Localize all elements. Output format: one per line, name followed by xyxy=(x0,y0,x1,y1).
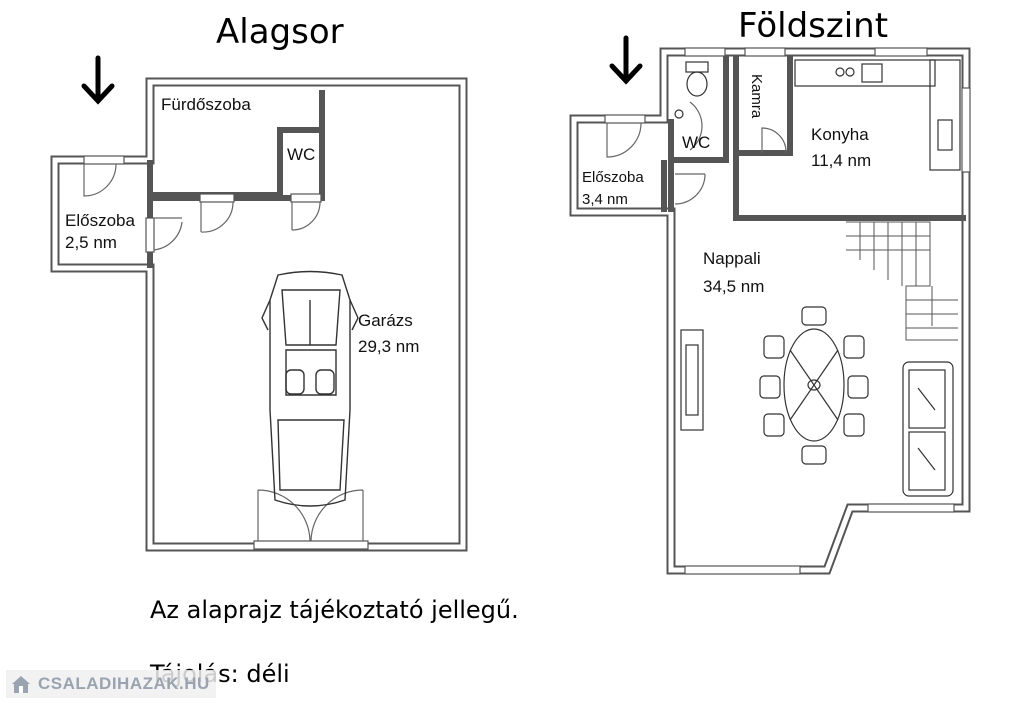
basement-title: Alagsor xyxy=(216,12,344,52)
house-icon xyxy=(12,676,30,693)
car-icon xyxy=(261,270,359,507)
living-room-area: 34,5 nm xyxy=(703,277,764,296)
ground-entrance-arrow-icon xyxy=(609,35,643,85)
basement-inner-walls xyxy=(147,90,325,268)
basement-bathroom-label: Fürdőszoba xyxy=(161,95,251,114)
fireplace xyxy=(680,329,704,431)
living-room-label: Nappali xyxy=(703,249,761,268)
ground-floor-plan: WC Kamra Konyha 11,4 nm Előszoba 3,4 nm … xyxy=(569,35,971,575)
basement-plan: Fürdőszoba WC Előszoba 2,5 nm Garázs 29,… xyxy=(50,55,468,552)
disclaimer-note: Az alaprajz tájékoztató jellegű. xyxy=(150,596,519,624)
ground-entrance-label: Előszoba xyxy=(582,169,644,186)
basement-doors xyxy=(83,155,369,550)
ground-wc-label: WC xyxy=(682,133,710,152)
entrance-arrow-icon xyxy=(81,55,115,105)
basement-garage-label: Garázs xyxy=(358,311,413,330)
toilet-icon xyxy=(674,61,709,119)
pantry-label: Kamra xyxy=(748,74,765,119)
staircase xyxy=(846,221,958,341)
basement-entrance-label: Előszoba xyxy=(65,211,135,230)
kitchen-counter xyxy=(794,59,961,171)
ground-doors xyxy=(606,101,787,205)
basement-wc-label: WC xyxy=(287,145,315,164)
ground-entrance-area: 3,4 nm xyxy=(582,191,628,208)
ground-floor-title: Földszint xyxy=(738,6,889,46)
ground-windows xyxy=(604,47,971,575)
kitchen-label: Konyha xyxy=(811,125,869,144)
basement-garage-area: 29,3 nm xyxy=(358,337,419,356)
sofa xyxy=(902,361,954,497)
basement-entrance-area: 2,5 nm xyxy=(65,233,117,252)
ground-inner-walls xyxy=(661,56,966,221)
kitchen-area: 11,4 nm xyxy=(811,151,871,170)
dining-table xyxy=(759,306,869,465)
watermark: CSALADIHAZAK.HU xyxy=(6,670,216,698)
watermark-text: CSALADIHAZAK.HU xyxy=(38,674,210,693)
